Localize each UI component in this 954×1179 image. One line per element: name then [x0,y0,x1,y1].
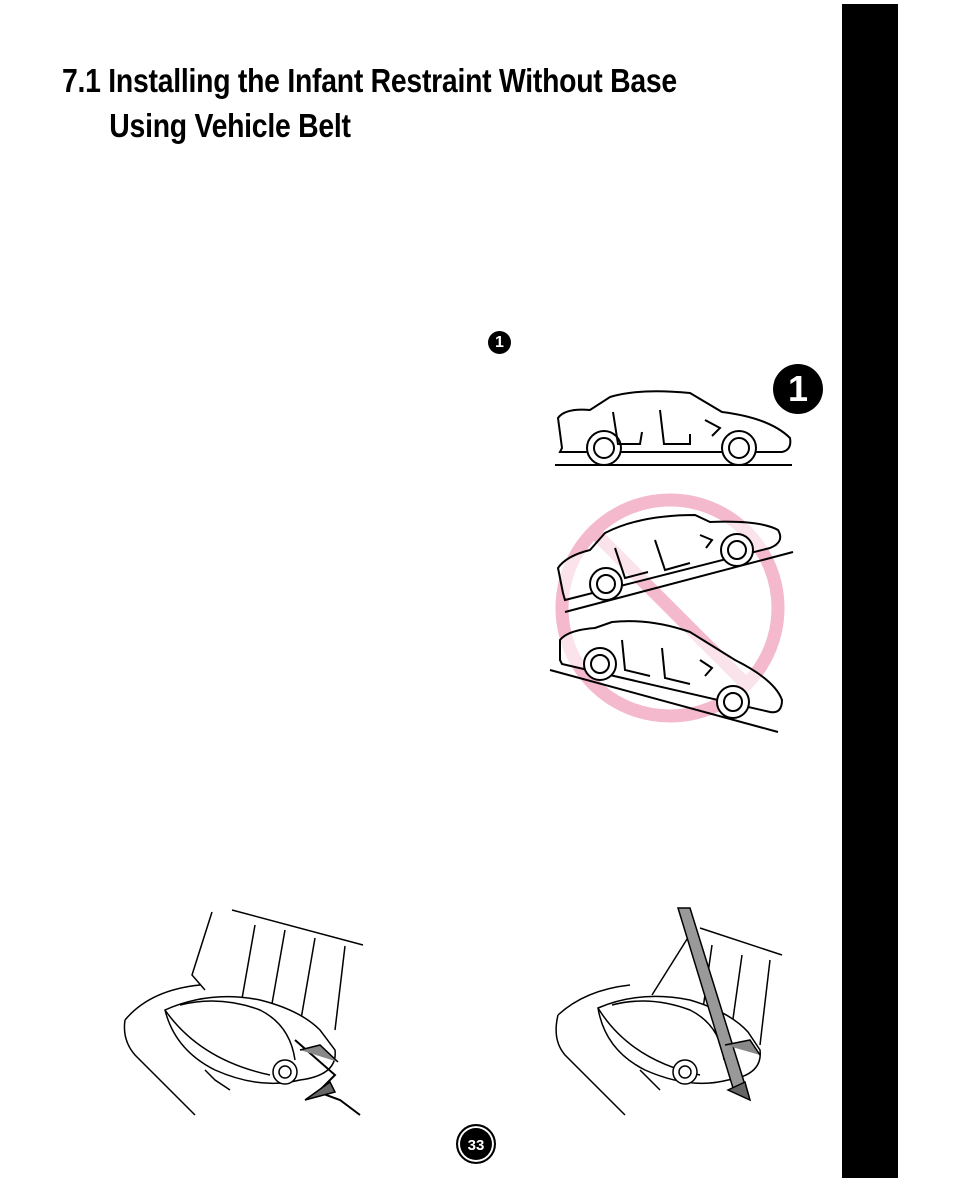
car-tilted-illustration [556,513,794,613]
figure-step-marker: 1 [773,364,823,414]
infant-seat-shoulder-belt-illustration [555,907,783,1116]
car-tilted-illustration-2 [549,620,784,733]
section-tab-bar [842,4,898,1178]
inline-step-marker: 1 [488,331,511,354]
title-line-1: 7.1 Installing the Infant Restraint With… [62,62,677,99]
page-number-badge: 33 [456,1124,496,1164]
car-level-illustration [555,390,792,466]
title-line-2: Using Vehicle Belt [109,107,351,144]
section-title: 7.1 Installing the Infant Restraint With… [62,58,677,148]
infant-seat-lap-belt-illustration [123,909,364,1116]
